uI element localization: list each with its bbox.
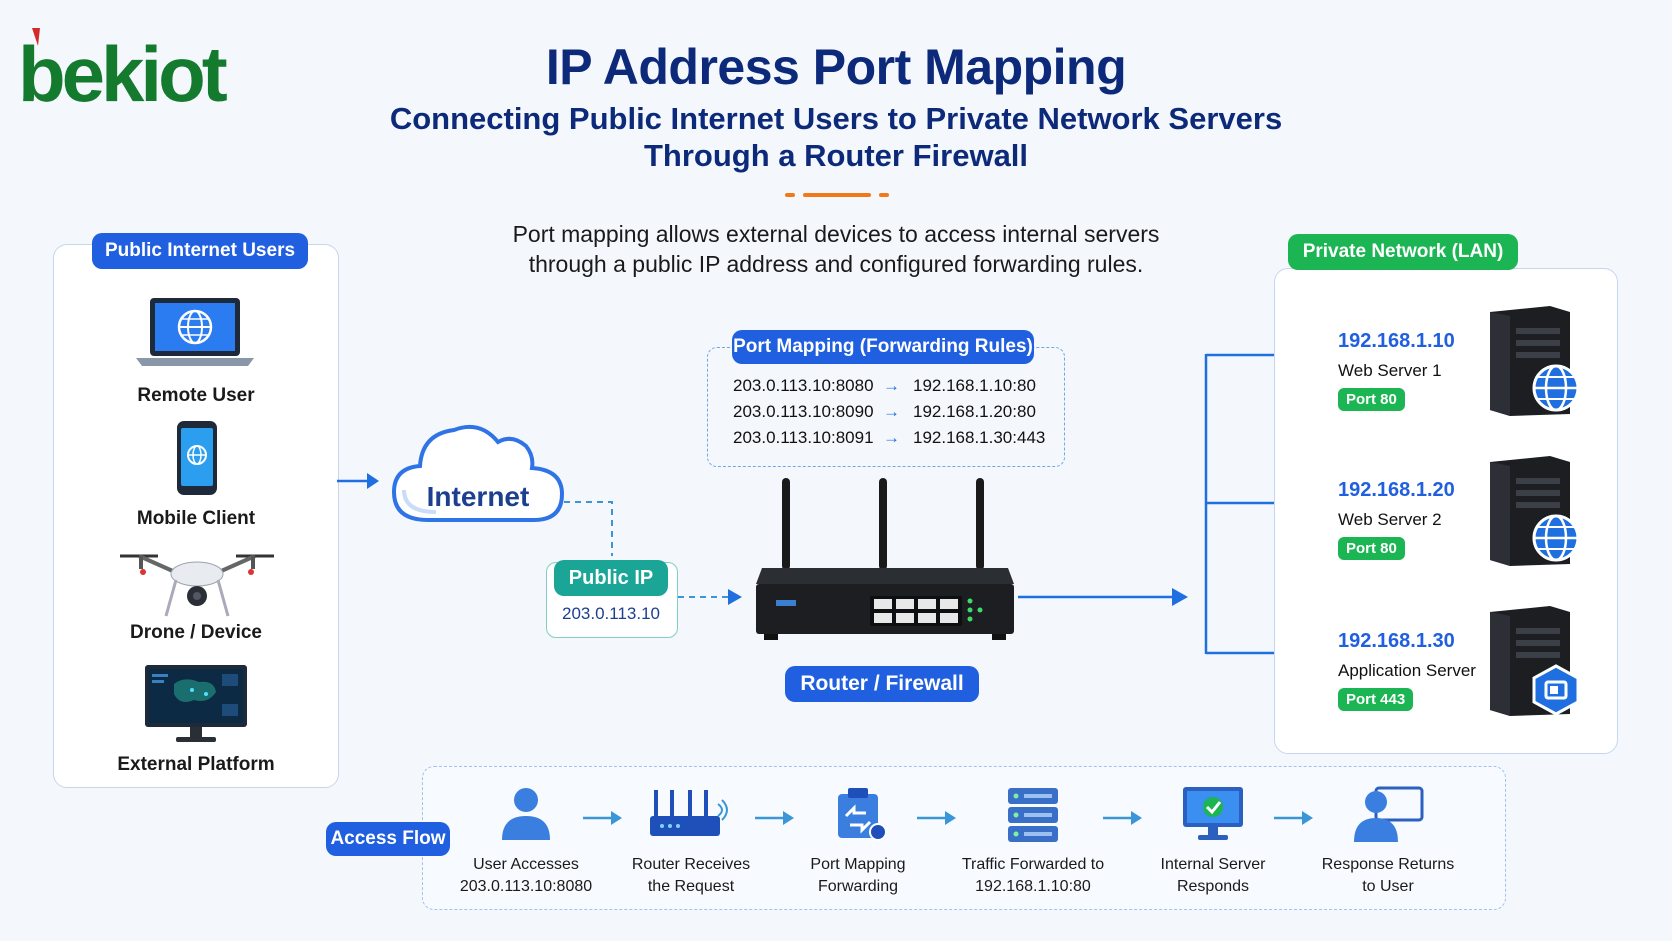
server-globe-icon [1490,456,1580,566]
server-port-badge: Port 80 [1338,388,1405,411]
publicip-to-router-arrow [678,589,742,605]
internet-label: Internet [426,481,530,512]
device-label-drone: Drone / Device [130,622,262,643]
mapping-rules: 203.0.113.10:8080 → 192.168.1.10:80 203.… [733,376,1053,454]
public-users-title: Public Internet Users [92,233,308,269]
mapping-rule-from: 203.0.113.10:8090 [733,402,874,421]
mapping-rule-from: 203.0.113.10:8091 [733,428,874,447]
mapping-rule-arrow: → [883,376,900,395]
flow-step-line1: Traffic Forwarded to [961,856,1105,873]
mapping-rule-to: 192.168.1.20:80 [913,402,1036,421]
title-accent-divider [785,193,889,197]
flow-step-line2: 203.0.113.10:8080 [459,878,593,895]
logo-text: bekiot [18,30,228,118]
server-card: 192.168.1.10 Web Server 1 Port 80 [1338,330,1518,420]
flow-step-line2: to User [1362,878,1414,895]
intro-line-1: Port mapping allows external devices to … [512,221,1160,247]
intro-text: Port mapping allows external devices to … [436,219,1236,279]
mapping-rule-to: 192.168.1.30:443 [913,428,1046,447]
monitor-map-icon [145,665,247,742]
panel-to-internet-arrow [337,473,379,489]
server-name: Application Server [1338,661,1476,680]
page-subtitle: Connecting Public Internet Users to Priv… [0,100,1672,174]
access-flow-title: Access Flow [326,822,450,856]
flow-step-label: Response Returns to User [1293,854,1483,898]
internet-to-publicip-connector [564,501,613,556]
mapping-rule: 203.0.113.10:8080 → 192.168.1.10:80 [733,376,1053,402]
cloud-icon [391,425,565,522]
mapping-rule-from: 203.0.113.10:8080 [733,376,874,395]
flow-step-label: Router Receives the Request [596,854,786,898]
smartphone-icon [177,421,217,495]
flow-step-line2: 192.168.1.10:80 [975,878,1091,895]
page-title: IP Address Port Mapping [545,39,1127,95]
flow-step-label: Internal Server Responds [1118,854,1308,898]
user-icon [502,788,550,840]
flow-step-label: Port Mapping Forwarding [763,854,953,898]
server-globe-icon [1490,306,1580,416]
server-port-badge: Port 443 [1338,688,1414,711]
server-name: Web Server 1 [1338,361,1442,380]
subtitle-line-2: Through a Router Firewall [643,138,1029,173]
private-network-title: Private Network (LAN) [1288,234,1518,270]
server-name: Web Server 2 [1338,510,1442,529]
port-mapping-title: Port Mapping (Forwarding Rules) [732,330,1034,364]
clipboard-icon [838,788,887,841]
flow-step-label: Traffic Forwarded to 192.168.1.10:80 [938,854,1128,898]
flow-step-line2: Forwarding [817,878,899,895]
server-ip: 192.168.1.30 [1338,630,1455,652]
flow-step-line1: Port Mapping [810,856,906,873]
mapping-rule-to: 192.168.1.10:80 [913,376,1036,395]
server-stack-icon [1008,788,1058,842]
laptop-globe-icon [136,298,254,366]
server-card: 192.168.1.20 Web Server 2 Port 80 [1338,479,1518,569]
mapping-rule-arrow: → [883,402,900,421]
device-label-mobile-client: Mobile Client [136,508,256,529]
subtitle-line-1: Connecting Public Internet Users to Priv… [389,101,1283,136]
router-icon [756,478,1014,640]
server-port-badge: Port 80 [1338,537,1405,560]
monitor-check-icon [1183,787,1243,840]
mapping-rule-arrow: → [883,428,900,447]
public-ip-title: Public IP [554,560,668,596]
router-label: Router / Firewall [785,666,979,702]
server-ip: 192.168.1.10 [1338,330,1455,352]
flow-step-label: User Accesses 203.0.113.10:8080 [431,854,621,898]
server-ip: 192.168.1.20 [1338,479,1455,501]
user-screen-icon [1354,786,1424,842]
flow-step-line2: the Request [647,878,735,895]
bekiot-logo: bekiot [18,28,268,118]
flow-arrow [917,811,956,825]
flow-step-line1: Internal Server [1160,856,1266,873]
flow-step-line2: Responds [1176,878,1250,895]
intro-line-2: through a public IP address and configur… [528,251,1144,277]
mapping-rule: 203.0.113.10:8090 → 192.168.1.20:80 [733,402,1053,428]
public-ip-value: 203.0.113.10 [562,604,660,623]
flow-step-line1: Response Returns [1321,856,1455,873]
flow-step-line1: User Accesses [473,856,579,873]
mapping-rule: 203.0.113.10:8091 → 192.168.1.30:443 [733,428,1053,454]
device-label-external-platform: External Platform [117,754,275,775]
device-label-remote-user: Remote User [137,385,255,406]
flow-arrow [1103,811,1142,825]
router-icon [650,790,728,836]
flow-arrow [1274,811,1313,825]
flow-step-line1: Router Receives [631,856,751,873]
drone-icon [120,554,274,617]
access-flow-panel [422,766,1506,910]
router-to-lan-connector [1018,349,1300,659]
flow-arrow [583,811,622,825]
server-app-icon [1490,606,1580,716]
server-card: 192.168.1.30 Application Server Port 443 [1338,630,1518,720]
flow-arrow [755,811,794,825]
